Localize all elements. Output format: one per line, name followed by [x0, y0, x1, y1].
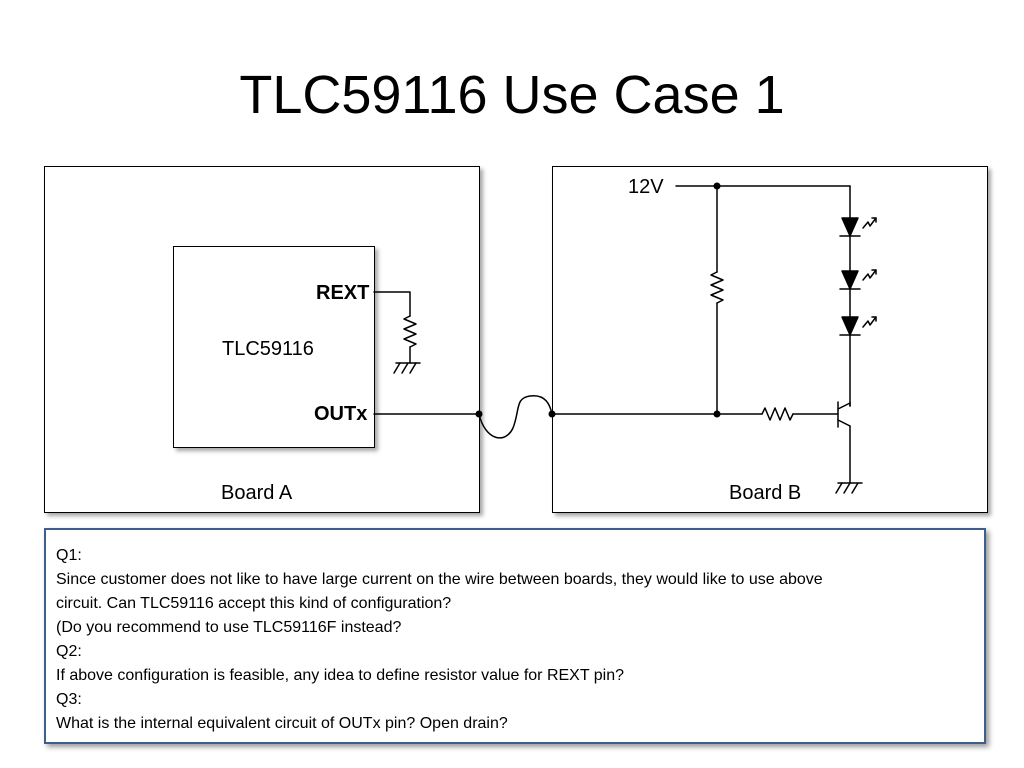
note-line: Q3:	[56, 691, 82, 708]
note-line: What is the internal equivalent circuit …	[56, 715, 508, 732]
slide-title: TLC59116 Use Case 1	[239, 65, 785, 125]
supply-voltage-label: 12V	[628, 176, 664, 198]
questions-box: Q1: Since customer does not like to have…	[44, 528, 986, 744]
board-b-label: Board B	[729, 482, 802, 504]
outx-pin-label: OUTx	[314, 403, 368, 425]
note-line: circuit. Can TLC59116 accept this kind o…	[56, 595, 452, 612]
chip-name-label: TLC59116	[222, 338, 314, 360]
note-line: (Do you recommend to use TLC59116F inste…	[56, 619, 402, 636]
note-line: Q1:	[56, 547, 82, 564]
board-b-frame	[552, 166, 988, 513]
board-a-label: Board A	[221, 482, 293, 504]
rext-pin-label: REXT	[316, 282, 370, 304]
note-line: Since customer does not like to have lar…	[56, 571, 823, 588]
tlc59116-chip	[173, 246, 375, 448]
note-line: If above configuration is feasible, any …	[56, 667, 625, 684]
note-line: Q2:	[56, 643, 82, 660]
inter-board-wire	[478, 395, 553, 439]
